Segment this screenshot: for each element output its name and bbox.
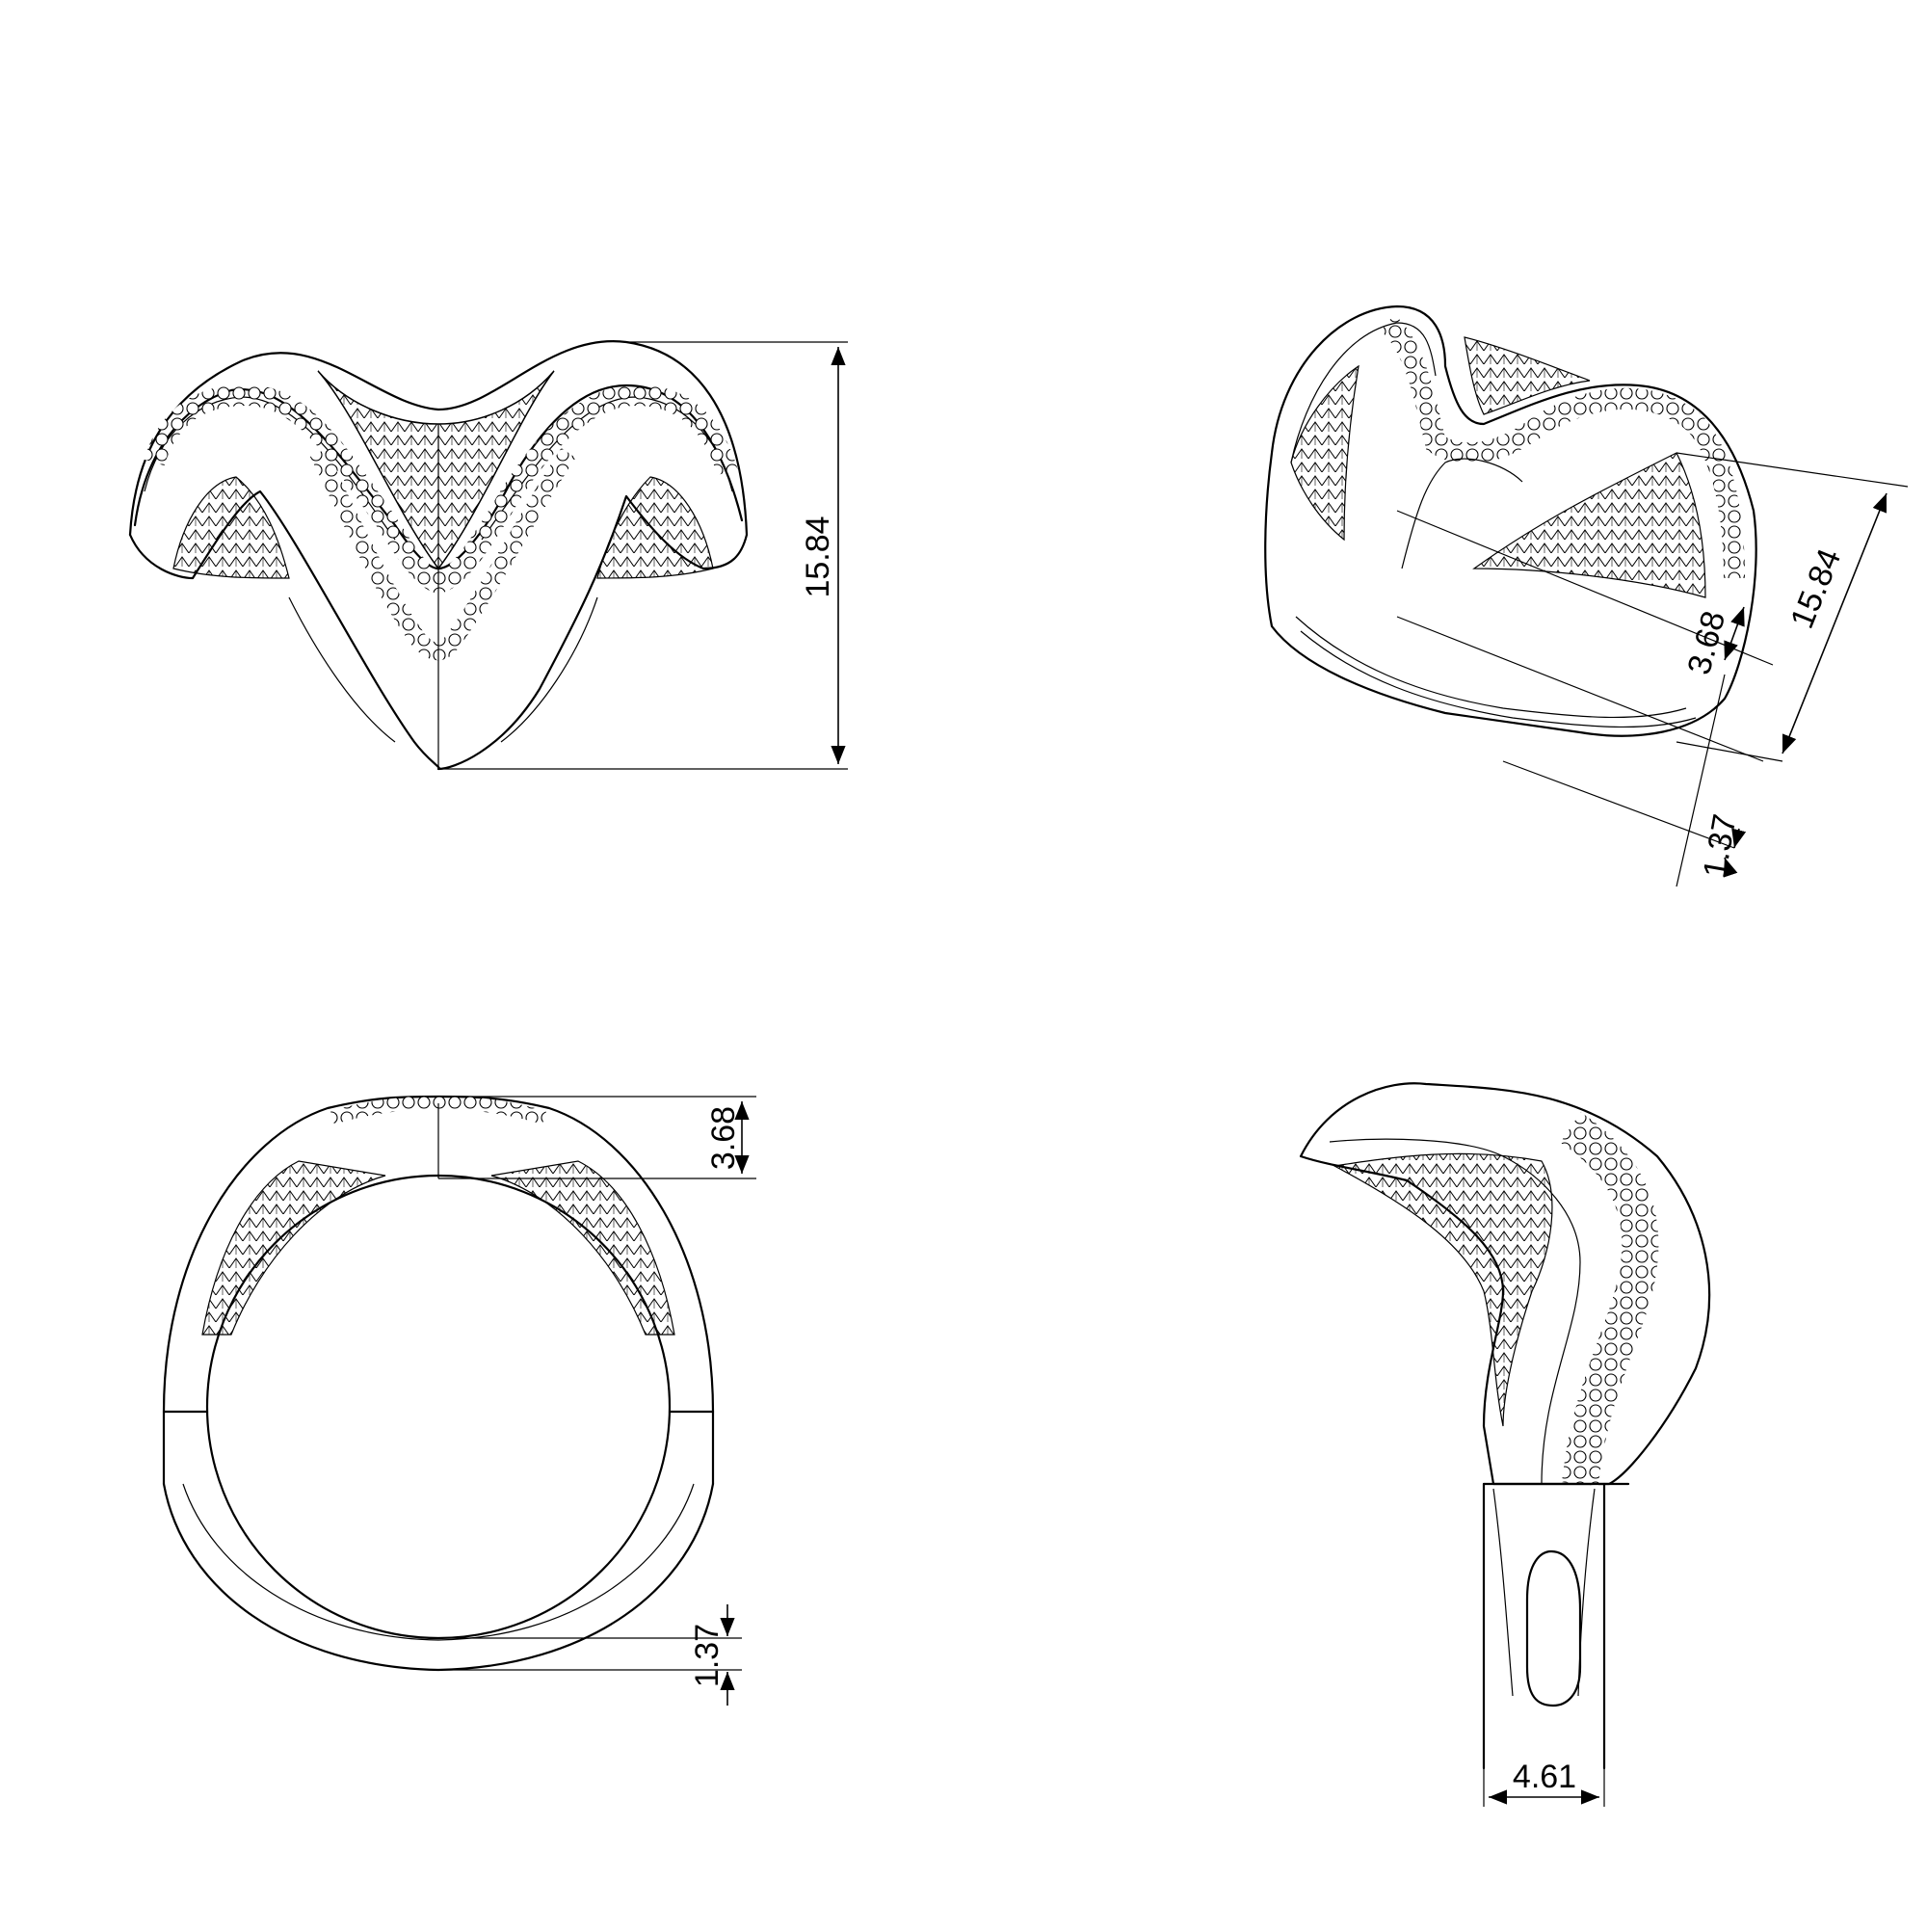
perspective-height-label: 15.84 bbox=[1783, 543, 1848, 633]
front-view: 15.84 bbox=[128, 340, 848, 771]
side-band-label: 1.37 bbox=[689, 1624, 726, 1687]
front-height-label: 15.84 bbox=[800, 516, 836, 597]
profile-width-label: 4.61 bbox=[1513, 1759, 1576, 1795]
perspective-view: 15.84 3.68 1.37 bbox=[1264, 304, 1909, 887]
perspective-top-label: 3.68 bbox=[1680, 607, 1732, 678]
side-view: 3.68 1.37 bbox=[162, 1095, 756, 1706]
side-top-label: 3.68 bbox=[705, 1106, 742, 1170]
perspective-band-label: 1.37 bbox=[1697, 811, 1744, 881]
profile-view: 4.61 bbox=[1299, 1082, 1711, 1807]
